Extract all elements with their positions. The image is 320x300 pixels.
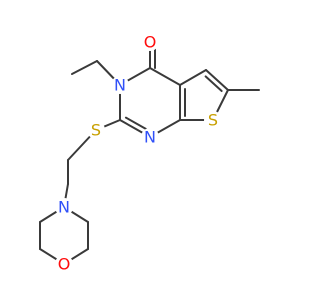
bond-line bbox=[149, 67, 181, 86]
atom-label-n-morph: N bbox=[58, 198, 70, 217]
bond-line bbox=[204, 75, 223, 93]
atom-label-background bbox=[204, 111, 222, 129]
bond-line bbox=[71, 60, 98, 75]
bond-line bbox=[205, 69, 229, 91]
atom-label-background bbox=[141, 33, 159, 51]
atom-label-o1: O bbox=[144, 33, 157, 52]
atom-label-o-morph: O bbox=[58, 255, 71, 274]
bond-lines bbox=[39, 41, 260, 265]
atom-label-background bbox=[55, 255, 73, 273]
bond-line bbox=[124, 116, 150, 132]
atom-label-n3: N bbox=[114, 76, 126, 95]
atom-label-background bbox=[55, 198, 73, 216]
atom-label-s-chain: S bbox=[91, 121, 101, 140]
molecule-structure-diagram: O N N S S N O bbox=[39, 33, 260, 274]
atom-labels: O N N S S N O bbox=[55, 33, 222, 274]
atom-label-background bbox=[141, 128, 159, 146]
atom-label-s-ring: S bbox=[208, 111, 218, 130]
bond-line bbox=[179, 69, 207, 86]
atom-label-background bbox=[111, 76, 129, 94]
atom-label-n1: N bbox=[144, 128, 156, 147]
atom-label-background bbox=[87, 121, 105, 139]
